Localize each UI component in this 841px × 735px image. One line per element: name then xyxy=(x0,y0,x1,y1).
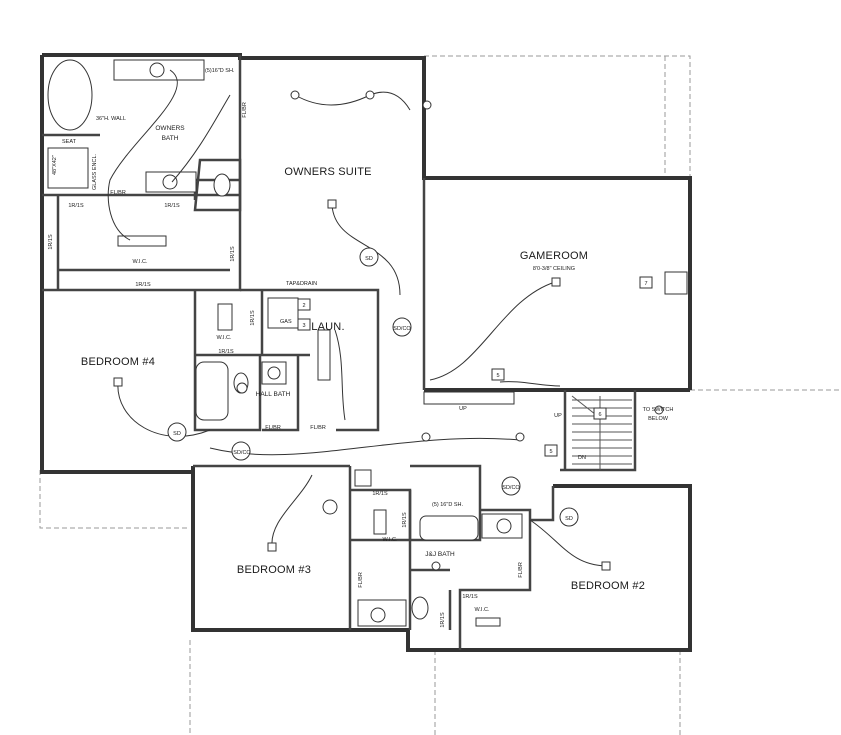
tag-6: 6 xyxy=(598,412,601,418)
tag-3: 3 xyxy=(302,323,305,329)
smoke-label: SD xyxy=(565,516,573,522)
rod-shelf-label: 1R/1S xyxy=(164,203,180,209)
note-shower-size: 48"X42" xyxy=(52,155,58,175)
note-glass-encl: GLASS ENCL. xyxy=(92,153,98,190)
fixtures xyxy=(47,59,688,627)
smoke-co-label: SD/CO xyxy=(502,485,520,491)
wic-label: W.I.C. xyxy=(383,537,398,543)
room-label-bedroom-3: BEDROOM #3 xyxy=(237,564,311,576)
owners-sink-1 xyxy=(149,62,165,78)
room-label-hall-bath: HALL BATH xyxy=(256,391,291,398)
interior-walls xyxy=(42,55,637,650)
tag-2: 2 xyxy=(302,303,305,309)
fl-br-label: FL/BR xyxy=(265,425,281,431)
room-label-bedroom-2: BEDROOM #2 xyxy=(571,580,645,592)
wic-label: W.I.C. xyxy=(217,335,232,341)
room-label-owners-suite: OWNERS SUITE xyxy=(284,166,371,178)
rod-shelf-label: 1R/1S xyxy=(372,491,388,497)
room-label-owners-bath-1: OWNERS xyxy=(155,125,185,132)
room-label-jj-bath: J&J BATH xyxy=(425,551,455,558)
rod-shelf-label: 1R/1S xyxy=(462,594,478,600)
tag-7: 7 xyxy=(644,281,647,287)
jj-toilet xyxy=(411,596,429,620)
tag-5: 5 xyxy=(549,449,552,455)
note-tap-drain: TAP&DRAIN xyxy=(286,281,317,287)
rod-shelf-label: 1R/1S xyxy=(440,612,446,628)
room-label-gameroom: GAMEROOM xyxy=(520,250,588,262)
wic-label: W.I.C. xyxy=(475,607,490,613)
rod-shelf-label: 1R/1S xyxy=(68,203,84,209)
owners-sink-2 xyxy=(162,174,178,190)
smoke-label: SD xyxy=(173,431,181,437)
smoke-label: SD xyxy=(365,256,373,262)
note-shelf-owners: (5)16"D SH. xyxy=(205,68,235,74)
owners-tub xyxy=(47,59,93,131)
tag-boxes xyxy=(297,276,653,457)
fl-br-label: FL/BR xyxy=(518,562,524,578)
owners-toilet xyxy=(213,173,231,197)
note-gas: GAS xyxy=(280,319,292,325)
room-label-bedroom-4: BEDROOM #4 xyxy=(81,356,155,368)
fl-br-label: FL/BR xyxy=(358,572,364,588)
jj-sink xyxy=(496,518,512,534)
wiring xyxy=(107,69,607,567)
fl-br-label: FL/BR xyxy=(242,102,248,118)
tag-5: 5 xyxy=(496,373,499,379)
jj-sink-2 xyxy=(370,607,386,623)
note-36in-wall: 36"H. WALL xyxy=(96,116,126,122)
room-label-owners-bath-2: BATH xyxy=(162,135,179,142)
rod-shelf-label: 1R/1S xyxy=(135,282,151,288)
rod-shelf-label: 1R/1S xyxy=(218,349,234,355)
note-up-main: UP xyxy=(459,406,467,412)
note-seat: SEAT xyxy=(62,139,77,145)
note-shelf-jj: (5) 16"D SH. xyxy=(432,502,463,508)
electrical-symbols xyxy=(113,90,664,571)
fl-br-label: FL/BR xyxy=(110,190,126,196)
rod-shelf-label: 1R/1S xyxy=(230,246,236,262)
smoke-co-label: SD/CO xyxy=(233,450,251,456)
exterior-walls xyxy=(40,53,692,652)
rod-shelf-label: 1R/1S xyxy=(48,234,54,250)
note-to-switch-2: BELOW xyxy=(648,416,669,422)
lower-floor-outline xyxy=(39,55,840,735)
room-label-laundry: LAUN. xyxy=(311,321,344,333)
smoke-detectors xyxy=(167,247,579,527)
smoke-co-label: SD/CO xyxy=(393,326,411,332)
fl-br-label: FL/BR xyxy=(310,425,326,431)
gameroom-ceiling-note: 8'0-3/8" CEILING xyxy=(533,266,575,272)
note-to-switch-1: TO SWITCH xyxy=(643,407,674,413)
rod-shelf-label: 1R/1S xyxy=(402,512,408,528)
rod-shelf-label: 1R/1S xyxy=(250,310,256,326)
wic-label: W.I.C. xyxy=(133,259,148,265)
note-dn-stair: DN xyxy=(578,455,586,461)
note-up-stair: UP xyxy=(554,413,562,419)
